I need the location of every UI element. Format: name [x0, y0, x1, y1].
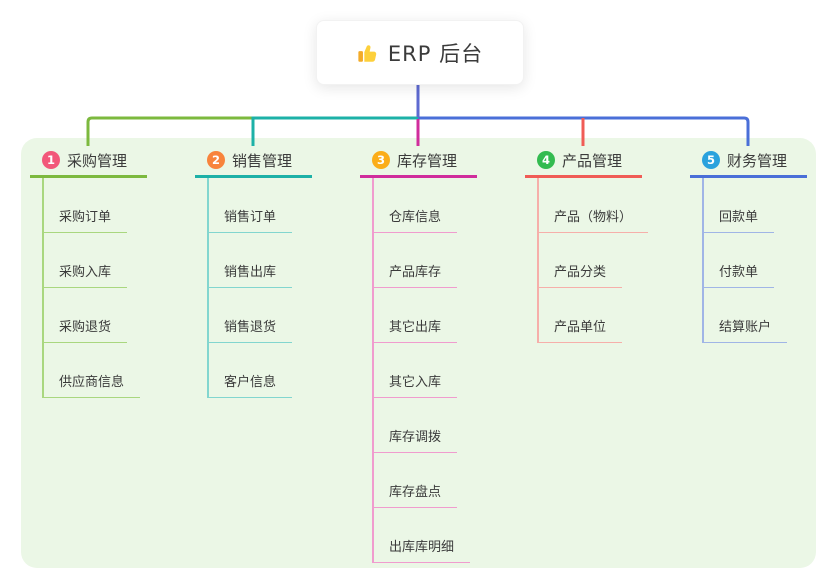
node-item[interactable]: 库存盘点	[372, 453, 522, 508]
branch-2-label: 销售管理	[232, 151, 293, 170]
node-item[interactable]: 付款单	[702, 233, 839, 288]
node-item[interactable]: 其它入库	[372, 343, 522, 398]
node-item[interactable]: 销售订单	[207, 178, 357, 233]
branch-5-vline	[702, 178, 704, 343]
branch-4: 4 产品管理 产品（物料） 产品分类 产品单位	[525, 145, 687, 343]
node-item[interactable]: 产品单位	[537, 288, 687, 343]
branch-1-vline	[42, 178, 44, 398]
branch-1-title[interactable]: 1 采购管理	[30, 145, 147, 178]
branch-3-title[interactable]: 3 库存管理	[360, 145, 477, 178]
node-item[interactable]: 销售出库	[207, 233, 357, 288]
branch-3-badge: 3	[372, 151, 390, 169]
branch-1-items: 采购订单 采购入库 采购退货 供应商信息	[42, 178, 192, 398]
branch-4-vline	[537, 178, 539, 343]
node-item[interactable]: 产品库存	[372, 233, 522, 288]
node-item[interactable]: 仓库信息	[372, 178, 522, 233]
node-item[interactable]: 采购订单	[42, 178, 192, 233]
thumbs-up-icon	[357, 42, 379, 64]
root-node-erp[interactable]: ERP 后台	[316, 20, 524, 85]
branch-4-label: 产品管理	[562, 151, 623, 170]
branch-5: 5 财务管理 回款单 付款单 结算账户	[690, 145, 839, 343]
branch-2: 2 销售管理 销售订单 销售出库 销售退货 客户信息	[195, 145, 357, 398]
branch-4-badge: 4	[537, 151, 555, 169]
node-item[interactable]: 产品（物料）	[537, 178, 687, 233]
node-item[interactable]: 客户信息	[207, 343, 357, 398]
branch-3-vline	[372, 178, 374, 563]
node-item[interactable]: 结算账户	[702, 288, 839, 343]
branch-2-items: 销售订单 销售出库 销售退货 客户信息	[207, 178, 357, 398]
node-item[interactable]: 销售退货	[207, 288, 357, 343]
mindmap-panel	[21, 138, 816, 568]
branch-5-badge: 5	[702, 151, 720, 169]
branch-3: 3 库存管理 仓库信息 产品库存 其它出库 其它入库 库存调拨 库存盘点 出库库…	[360, 145, 522, 563]
node-item[interactable]: 供应商信息	[42, 343, 192, 398]
node-item[interactable]: 产品分类	[537, 233, 687, 288]
node-item[interactable]: 其它出库	[372, 288, 522, 343]
branch-1: 1 采购管理 采购订单 采购入库 采购退货 供应商信息	[30, 145, 192, 398]
branch-3-items: 仓库信息 产品库存 其它出库 其它入库 库存调拨 库存盘点 出库库明细	[372, 178, 522, 563]
branch-2-vline	[207, 178, 209, 398]
node-item[interactable]: 回款单	[702, 178, 839, 233]
branch-1-badge: 1	[42, 151, 60, 169]
branch-5-label: 财务管理	[727, 151, 788, 170]
node-item[interactable]: 出库库明细	[372, 508, 522, 563]
root-node-label: ERP 后台	[387, 41, 484, 66]
branch-1-label: 采购管理	[67, 151, 128, 170]
branch-2-badge: 2	[207, 151, 225, 169]
branch-5-items: 回款单 付款单 结算账户	[702, 178, 839, 343]
branch-2-title[interactable]: 2 销售管理	[195, 145, 312, 178]
branch-5-title[interactable]: 5 财务管理	[690, 145, 807, 178]
branch-4-title[interactable]: 4 产品管理	[525, 145, 642, 178]
node-item[interactable]: 采购入库	[42, 233, 192, 288]
node-item[interactable]: 采购退货	[42, 288, 192, 343]
branch-4-items: 产品（物料） 产品分类 产品单位	[537, 178, 687, 343]
branch-3-label: 库存管理	[397, 151, 458, 170]
node-item[interactable]: 库存调拨	[372, 398, 522, 453]
